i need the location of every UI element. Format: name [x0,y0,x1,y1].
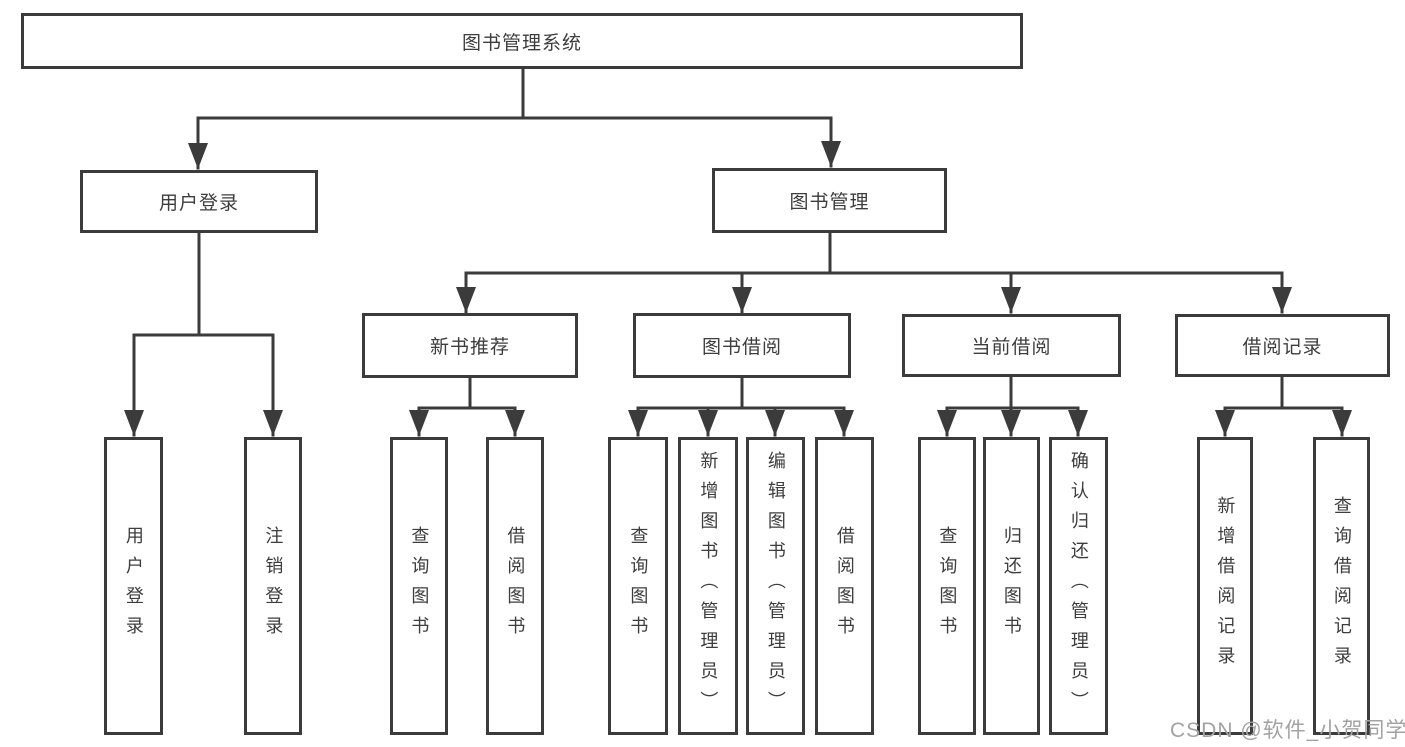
leaf-label: 确认归还（管理员） [1068,451,1089,721]
node-leaf-user-login: 用户登录 [104,437,163,735]
node-current-borrow: 当前借阅 [902,314,1121,377]
node-leaf-logout: 注销登录 [244,437,302,735]
leaf-label: 新增借阅记录 [1215,496,1236,676]
csdn-watermark: CSDN @软件_小贺同学 [1170,719,1405,742]
node-leaf-query-books-borrow: 查询图书 [608,437,668,735]
leaf-label: 查询图书 [409,526,430,646]
node-borrow-record: 借阅记录 [1175,314,1390,377]
leaf-label: 编辑图书（管理员） [765,451,786,721]
node-leaf-add-borrow-record: 新增借阅记录 [1197,437,1253,735]
leaf-label: 借阅图书 [505,526,526,646]
node-leaf-edit-books-admin: 编辑图书（管理员） [746,437,805,735]
node-leaf-borrow-books-recommend: 借阅图书 [486,437,544,735]
node-library-management-system: 图书管理系统 [21,13,1023,69]
leaf-label: 查询图书 [937,526,958,646]
leaf-label: 归还图书 [1001,526,1022,646]
node-leaf-add-books-admin: 新增图书（管理员） [678,437,738,735]
leaf-label: 借阅图书 [834,526,855,646]
node-leaf-borrow-books: 借阅图书 [815,437,874,735]
node-leaf-query-books-current: 查询图书 [918,437,976,735]
leaf-label: 新增图书（管理员） [698,451,719,721]
leaf-label: 注销登录 [263,526,284,646]
leaf-label: 用户登录 [123,526,144,646]
leaf-label: 查询图书 [628,526,649,646]
leaf-label: 查询借阅记录 [1331,496,1352,676]
node-book-borrow: 图书借阅 [633,313,851,378]
node-new-book-recommend: 新书推荐 [362,313,578,378]
node-leaf-query-borrow-record: 查询借阅记录 [1313,437,1370,735]
node-leaf-query-books-recommend: 查询图书 [390,437,448,735]
node-leaf-confirm-return-admin: 确认归还（管理员） [1049,437,1108,735]
node-leaf-return-books: 归还图书 [983,437,1040,735]
node-book-management-module: 图书管理 [712,168,947,233]
node-user-login-module: 用户登录 [80,170,318,233]
